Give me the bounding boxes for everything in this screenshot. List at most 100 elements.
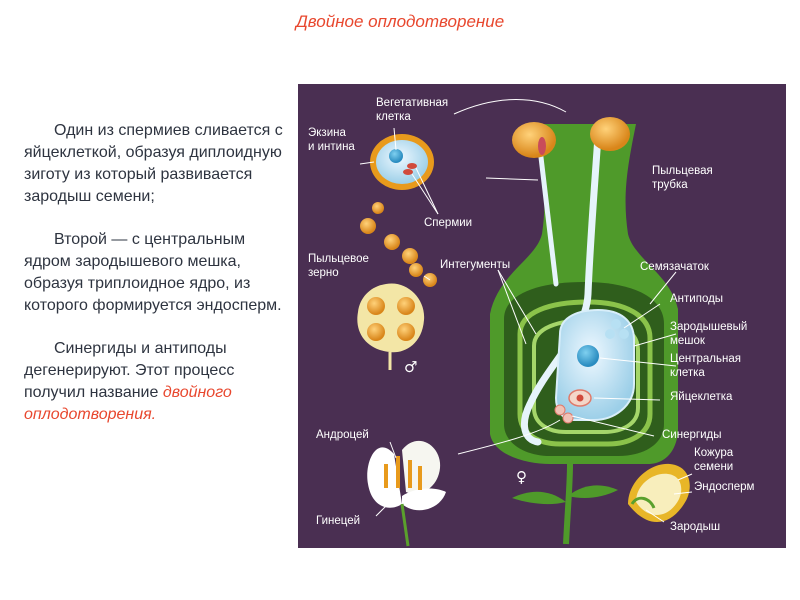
pollen-stage-3 bbox=[384, 234, 400, 250]
paragraph-first-sperm: Один из спермиев сливается с яйцеклеткой… bbox=[24, 122, 283, 205]
label-pollen-tube-line2: трубка bbox=[652, 179, 688, 191]
intine-layer bbox=[376, 140, 428, 184]
embryo-sac bbox=[554, 308, 635, 421]
pointer-egg-cell bbox=[593, 397, 661, 401]
stamen-3 bbox=[418, 466, 422, 490]
pollen-development-chain bbox=[360, 202, 437, 287]
seed-embryo bbox=[630, 496, 656, 509]
pointer-androecium bbox=[389, 441, 397, 459]
integument-outer bbox=[517, 299, 653, 447]
pollen-stage-2 bbox=[360, 218, 376, 234]
pollen-on-stigma bbox=[538, 137, 546, 155]
label-pollen-grain-line1: Пыльцевое bbox=[308, 253, 369, 265]
pointer-pollen-grain bbox=[423, 275, 431, 281]
description-text: Один из спермиев сливается с яйцеклеткой… bbox=[24, 120, 296, 447]
pollen-sac-2 bbox=[397, 297, 415, 315]
stigma-right bbox=[590, 117, 630, 151]
male-symbol: ♂ bbox=[404, 358, 417, 376]
label-integuments: Интегументы bbox=[440, 259, 510, 271]
pointer-seed-coat bbox=[677, 473, 693, 481]
pollen-stage-4 bbox=[402, 248, 418, 264]
double-fertilization-diagram: Вегетативная клетка Экзина и интина Спер… bbox=[298, 84, 786, 548]
pointer-integuments-1 bbox=[497, 269, 537, 335]
synergid-1 bbox=[554, 404, 566, 416]
label-central-cell-line2: клетка bbox=[670, 367, 705, 379]
double-fertilization-term: двойного оплодотворения. bbox=[24, 384, 232, 423]
leaf-left bbox=[512, 491, 566, 505]
pointer-central-cell bbox=[599, 357, 677, 367]
diagram-canvas: Вегетативная клетка Экзина и интина Спер… bbox=[308, 97, 754, 547]
flower-illustration bbox=[367, 440, 446, 547]
pointer-antipodes bbox=[623, 303, 661, 329]
pollen-sac-1 bbox=[367, 297, 385, 315]
paragraph-conclusion: Синергиды и антиподы дегенерируют. Этот … bbox=[24, 338, 296, 426]
label-endosperm: Эндосперм bbox=[694, 481, 754, 493]
arrow-flower-to-pistil bbox=[457, 419, 561, 455]
seed-illustration bbox=[628, 463, 690, 523]
pointer-exine bbox=[359, 161, 375, 165]
stamen-1 bbox=[396, 456, 400, 488]
label-gynoecium: Гинецей bbox=[316, 515, 360, 527]
pointer-vegetative-cell bbox=[393, 127, 397, 151]
pointer-gynoecium bbox=[375, 493, 399, 517]
label-embryo: Зародыш bbox=[670, 521, 720, 533]
label-androecium: Андроцей bbox=[316, 429, 369, 441]
sperm-cell-2 bbox=[407, 163, 417, 169]
label-synergids: Синергиды bbox=[662, 429, 721, 441]
label-antipodes: Антиподы bbox=[670, 293, 723, 305]
pointer-synergids bbox=[571, 415, 655, 437]
label-vegetative-cell-line2: клетка bbox=[376, 111, 411, 123]
label-pollen-grain-line2: зерно bbox=[308, 267, 339, 279]
label-seed-coat-line1: Кожура bbox=[694, 447, 734, 459]
flower-stem bbox=[400, 503, 410, 547]
sperm-cell-1 bbox=[403, 169, 413, 175]
stigma-left bbox=[512, 122, 556, 158]
pedicel bbox=[563, 463, 573, 545]
pointer-pollen-tube bbox=[485, 177, 539, 181]
label-central-cell-line1: Центральная bbox=[670, 353, 741, 365]
pointer-embryo-sac bbox=[633, 333, 677, 347]
leaf-right bbox=[568, 485, 618, 498]
pointer-ovule bbox=[649, 271, 677, 305]
label-exine-line1: Экзина bbox=[308, 127, 346, 139]
pointer-embryo bbox=[645, 509, 665, 523]
pointer-sperms-1 bbox=[411, 173, 439, 215]
egg-nucleus bbox=[576, 394, 584, 402]
stamen-4 bbox=[384, 464, 388, 488]
label-pollen-tube-line1: Пыльцевая bbox=[652, 165, 713, 177]
antipode-cell-1 bbox=[611, 319, 621, 329]
pollen-stage-1 bbox=[372, 202, 384, 214]
label-egg-cell: Яйцеклетка bbox=[670, 391, 733, 403]
anther-body bbox=[357, 283, 425, 353]
arrow-pollen-to-stigma bbox=[453, 99, 567, 115]
label-exine-line2: и интина bbox=[308, 141, 355, 153]
conclusion-text: Синергиды и антиподы дегенерируют. Этот … bbox=[24, 340, 235, 401]
paragraph-second-sperm: Второй — с центральным ядром зародышевог… bbox=[24, 231, 282, 314]
pointer-endosperm bbox=[673, 491, 693, 495]
pollen-sac-4 bbox=[397, 323, 415, 341]
pointer-sperms-2 bbox=[415, 167, 439, 215]
pollen-sac-3 bbox=[367, 323, 385, 341]
label-sperms: Спермии bbox=[424, 217, 472, 229]
label-vegetative-cell-line1: Вегетативная bbox=[376, 97, 448, 109]
female-symbol: ♀ bbox=[516, 468, 527, 486]
antipode-cell-3 bbox=[605, 329, 615, 339]
label-seed-coat-line2: семени bbox=[694, 461, 733, 473]
pointer-integuments-2 bbox=[497, 269, 527, 345]
seed-endosperm bbox=[636, 473, 682, 515]
page-title: Двойное оплодотворение bbox=[295, 12, 505, 31]
anther-cross-section bbox=[357, 283, 425, 370]
synergid-2 bbox=[562, 412, 574, 424]
central-cell-nucleus bbox=[577, 345, 599, 367]
label-embryo-sac-line2: мешок bbox=[670, 335, 706, 347]
label-ovule: Семязачаток bbox=[640, 261, 710, 273]
pointer-lines bbox=[359, 99, 693, 523]
vegetative-nucleus bbox=[389, 149, 403, 163]
label-embryo-sac-line1: Зародышевый bbox=[670, 321, 747, 333]
stamen-2 bbox=[408, 460, 412, 488]
pollen-stage-5 bbox=[409, 263, 423, 277]
antipode-cell-2 bbox=[619, 329, 629, 339]
pistil-illustration bbox=[490, 117, 678, 545]
petal-3 bbox=[402, 488, 446, 511]
pollen-grain-detail bbox=[370, 134, 434, 190]
